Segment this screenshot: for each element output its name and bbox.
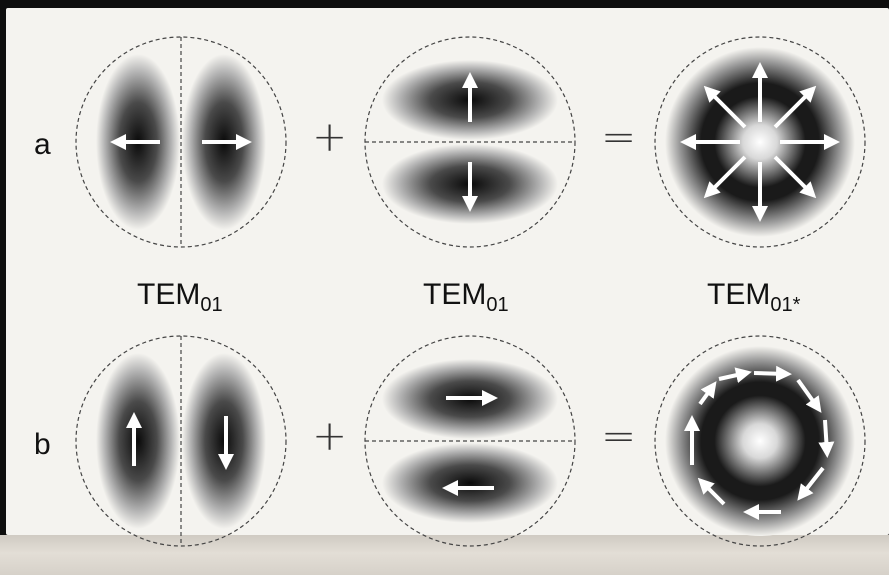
azimuthal-arrows <box>684 365 835 520</box>
plus-operator: + <box>312 411 348 460</box>
mode-caption: TEM01* <box>707 278 800 317</box>
field-arrow <box>753 365 792 382</box>
field-arrow <box>797 466 825 501</box>
equals-operator: = <box>601 112 637 161</box>
field-arrow <box>718 367 752 383</box>
mode-boundary-circle <box>654 36 866 248</box>
field-arrow <box>703 155 747 199</box>
intensity-lobe <box>382 443 558 523</box>
row-label-a: a <box>34 128 51 161</box>
field-arrow <box>773 155 817 199</box>
mode-caption: TEM01 <box>137 278 223 317</box>
mode-boundary-circle <box>75 335 287 547</box>
row-a-mode-2 <box>364 36 576 248</box>
caption-main: TEM <box>137 278 201 311</box>
field-arrow <box>818 419 835 458</box>
caption-main: TEM <box>707 278 771 311</box>
field-arrow <box>773 85 817 129</box>
field-arrow <box>703 85 747 129</box>
caption-subscript: 01* <box>770 294 801 316</box>
page-edge <box>0 535 889 575</box>
caption-subscript: 01 <box>486 294 509 316</box>
row-a-result-mode <box>654 36 866 248</box>
equals-operator: = <box>601 411 637 460</box>
mode-boundary-circle <box>654 335 866 547</box>
row-a-mode-1 <box>75 36 287 248</box>
field-arrow <box>697 477 726 506</box>
mode-caption: TEM01 <box>423 278 509 317</box>
field-arrow <box>698 381 717 406</box>
row-b-mode-1 <box>75 335 287 547</box>
radial-arrows <box>680 62 840 222</box>
caption-subscript: 01 <box>200 294 223 316</box>
caption-main: TEM <box>423 278 487 311</box>
mode-boundary-circle <box>75 36 287 248</box>
row-b-result-mode <box>654 335 866 547</box>
row-label-b: b <box>34 428 51 461</box>
row-b-mode-2 <box>364 335 576 547</box>
intensity-lobe <box>96 353 180 529</box>
plus-operator: + <box>312 112 348 161</box>
field-arrow <box>796 378 822 413</box>
